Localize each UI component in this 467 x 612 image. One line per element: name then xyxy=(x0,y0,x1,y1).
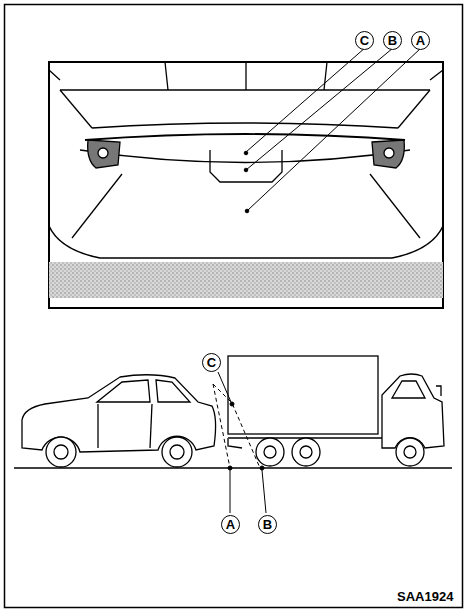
truck xyxy=(228,356,444,466)
figure-frame xyxy=(5,5,463,608)
leader-line xyxy=(213,372,266,513)
callout-letter: B xyxy=(258,515,277,534)
callout-letter: A xyxy=(221,515,240,534)
figure-code: SAA1924 xyxy=(397,589,453,604)
callout-letter: A xyxy=(411,31,430,50)
callout-letter: C xyxy=(202,353,221,372)
callout-letter: C xyxy=(355,31,374,50)
sedan-car xyxy=(22,375,216,467)
ground-line xyxy=(14,467,452,468)
leader-line xyxy=(244,47,421,213)
monitor-screen xyxy=(49,62,443,308)
callout-letter: B xyxy=(383,31,402,50)
